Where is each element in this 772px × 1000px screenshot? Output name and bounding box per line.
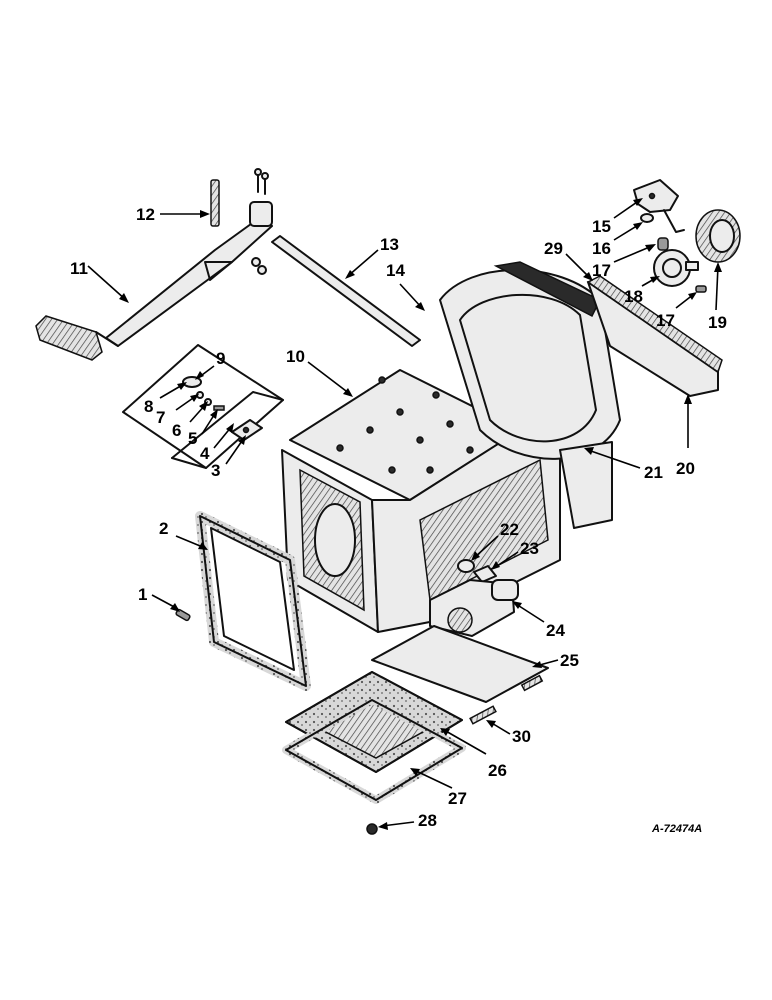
pin-1-part bbox=[175, 608, 191, 622]
callout-17a: 17 bbox=[592, 244, 656, 280]
pedal-shaft-part bbox=[271, 235, 421, 347]
callout-11: 11 bbox=[70, 259, 129, 303]
callout-3: 3 bbox=[211, 435, 246, 480]
callout-16: 16 bbox=[592, 222, 643, 258]
svg-text:4: 4 bbox=[200, 444, 210, 463]
release-fork-part bbox=[633, 179, 685, 233]
callout-2: 2 bbox=[159, 519, 208, 550]
release-bearing-carrier-part bbox=[653, 249, 699, 287]
callout-27: 27 bbox=[410, 768, 467, 808]
svg-text:1: 1 bbox=[138, 585, 147, 604]
callout-20: 20 bbox=[676, 394, 695, 478]
callout-5: 5 bbox=[188, 409, 218, 448]
svg-text:17: 17 bbox=[592, 261, 611, 280]
svg-text:5: 5 bbox=[188, 429, 197, 448]
callout-29: 29 bbox=[544, 239, 593, 281]
svg-text:7: 7 bbox=[156, 408, 165, 427]
pin-part bbox=[695, 285, 707, 293]
svg-text:3: 3 bbox=[211, 461, 220, 480]
svg-text:21: 21 bbox=[644, 463, 663, 482]
reference-code: A-72474A bbox=[651, 823, 702, 835]
oil-pan-part bbox=[285, 671, 463, 773]
control-housing-part bbox=[429, 579, 519, 637]
svg-text:6: 6 bbox=[172, 421, 181, 440]
callout-9: 9 bbox=[195, 349, 225, 380]
svg-text:8: 8 bbox=[144, 397, 153, 416]
svg-text:14: 14 bbox=[386, 261, 405, 280]
svg-text:15: 15 bbox=[592, 217, 611, 236]
svg-text:12: 12 bbox=[136, 205, 155, 224]
svg-text:11: 11 bbox=[70, 259, 88, 278]
callout-18: 18 bbox=[624, 276, 660, 306]
callout-8: 8 bbox=[144, 382, 187, 416]
svg-text:19: 19 bbox=[708, 313, 727, 332]
svg-text:17: 17 bbox=[656, 311, 675, 330]
svg-text:16: 16 bbox=[592, 239, 611, 258]
washer-part bbox=[640, 213, 654, 223]
svg-text:18: 18 bbox=[624, 287, 643, 306]
callout-30: 30 bbox=[486, 720, 531, 746]
callout-12: 12 bbox=[136, 205, 210, 224]
callout-21: 21 bbox=[584, 447, 663, 482]
svg-text:25: 25 bbox=[560, 651, 579, 670]
callout-26: 26 bbox=[440, 728, 507, 780]
drain-plug-part bbox=[366, 823, 378, 835]
front-gasket-part bbox=[195, 511, 311, 691]
callout-23: 23 bbox=[491, 539, 539, 570]
callout-25: 25 bbox=[532, 651, 579, 670]
clutch-pedal-part bbox=[35, 201, 273, 361]
callout-28: 28 bbox=[378, 811, 437, 830]
svg-text:9: 9 bbox=[216, 349, 225, 368]
callout-17b: 17 bbox=[656, 292, 697, 330]
callout-13: 13 bbox=[345, 235, 399, 279]
dowel-part bbox=[469, 674, 544, 725]
callout-24: 24 bbox=[512, 601, 565, 640]
svg-text:28: 28 bbox=[418, 811, 437, 830]
callout-19: 19 bbox=[708, 262, 727, 332]
return-spring-part bbox=[210, 179, 220, 227]
small-parts-box bbox=[122, 344, 284, 469]
svg-text:24: 24 bbox=[546, 621, 565, 640]
svg-text:27: 27 bbox=[448, 789, 467, 808]
pan-gasket-part bbox=[282, 696, 466, 804]
bearing-race-part bbox=[457, 559, 475, 573]
svg-text:2: 2 bbox=[159, 519, 168, 538]
release-bearing-part bbox=[695, 209, 741, 263]
callout-14: 14 bbox=[386, 261, 425, 311]
inspection-cover-part bbox=[371, 625, 549, 703]
cover-plate-part bbox=[586, 275, 723, 397]
callout-7: 7 bbox=[156, 394, 199, 427]
svg-text:20: 20 bbox=[676, 459, 695, 478]
callout-22: 22 bbox=[471, 520, 519, 561]
callout-6: 6 bbox=[172, 401, 208, 440]
svg-text:29: 29 bbox=[544, 239, 563, 258]
svg-text:22: 22 bbox=[500, 520, 519, 539]
svg-text:13: 13 bbox=[380, 235, 399, 254]
pedal-bolts-part bbox=[251, 168, 269, 275]
svg-text:26: 26 bbox=[488, 761, 507, 780]
callout-10: 10 bbox=[286, 347, 353, 397]
svg-text:30: 30 bbox=[512, 727, 531, 746]
svg-text:23: 23 bbox=[520, 539, 539, 558]
callout-1: 1 bbox=[138, 585, 180, 612]
callout-4: 4 bbox=[200, 423, 234, 463]
svg-text:10: 10 bbox=[286, 347, 305, 366]
bearing-cap-part bbox=[473, 565, 497, 583]
bushing-part bbox=[657, 237, 669, 251]
callout-15: 15 bbox=[592, 198, 643, 236]
clutch-housing-part bbox=[281, 261, 621, 633]
